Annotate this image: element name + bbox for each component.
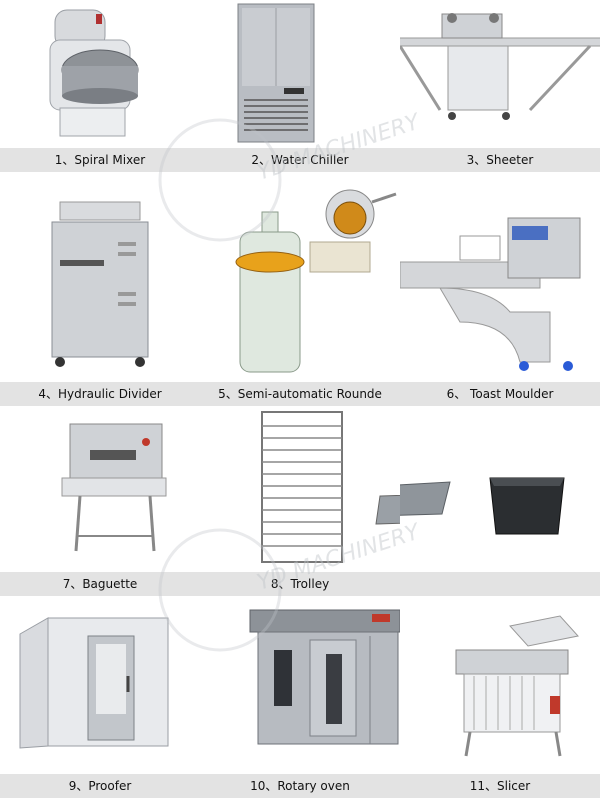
product-row-1: 1、Spiral Mixer 2、Water Chiller [0,0,600,172]
hydraulic-divider-image [0,172,200,382]
bread-slicer-image [400,596,600,774]
spiral-mixer-caption: 1、Spiral Mixer [0,148,200,172]
product-card-hydraulic-divider[interactable]: 4、Hydraulic Divider [0,172,200,406]
product-row-4: 9、Proofer 10、Rotary oven [0,596,600,798]
semi-automatic-rounder-caption: 5、Semi-automatic Rounde [200,382,400,406]
proofer-caption: 9、Proofer [0,774,200,798]
rotary-oven-image [200,596,400,774]
proofer-image [0,596,200,774]
product-card-slicer[interactable]: 11、Slicer [400,596,600,798]
trolley-image [200,406,400,572]
product-row-2: 4、Hydraulic Divider 5、Semi-automatic Rou… [0,172,600,406]
sheeter-caption: 3、Sheeter [400,148,600,172]
product-card-water-chiller[interactable]: 2、Water Chiller [200,0,400,172]
water-chiller-caption: 2、Water Chiller [200,148,400,172]
sheeter-image [400,0,600,148]
product-card-toast-moulder[interactable]: 6、 Toast Moulder [400,172,600,406]
product-card-sheeter[interactable]: 3、Sheeter [400,0,600,172]
product-row-3: 7、Baguette 8、Trolley [0,406,600,596]
baguette-moulder-image [0,406,200,572]
trolley-caption: 8、Trolley [200,572,400,596]
hydraulic-divider-caption: 4、Hydraulic Divider [0,382,200,406]
rotary-oven-caption: 10、Rotary oven [200,774,400,798]
baking-pans-image [400,406,600,572]
product-card-spiral-mixer[interactable]: 1、Spiral Mixer [0,0,200,172]
spiral-mixer-image [0,0,200,148]
toast-moulder-image [400,172,600,382]
product-card-baguette[interactable]: 7、Baguette [0,406,200,596]
product-card-baking-pans [400,406,600,596]
product-card-trolley[interactable]: 8、Trolley [200,406,400,596]
product-card-proofer[interactable]: 9、Proofer [0,596,200,798]
baguette-caption: 7、Baguette [0,572,200,596]
slicer-caption: 11、Slicer [400,774,600,798]
baking-pans-caption [400,572,600,596]
toast-moulder-caption: 6、 Toast Moulder [400,382,600,406]
semi-automatic-rounder-image [200,172,400,382]
water-chiller-image [200,0,400,148]
product-card-semi-automatic-rounder[interactable]: 5、Semi-automatic Rounde [200,172,400,406]
product-card-rotary-oven[interactable]: 10、Rotary oven [200,596,400,798]
